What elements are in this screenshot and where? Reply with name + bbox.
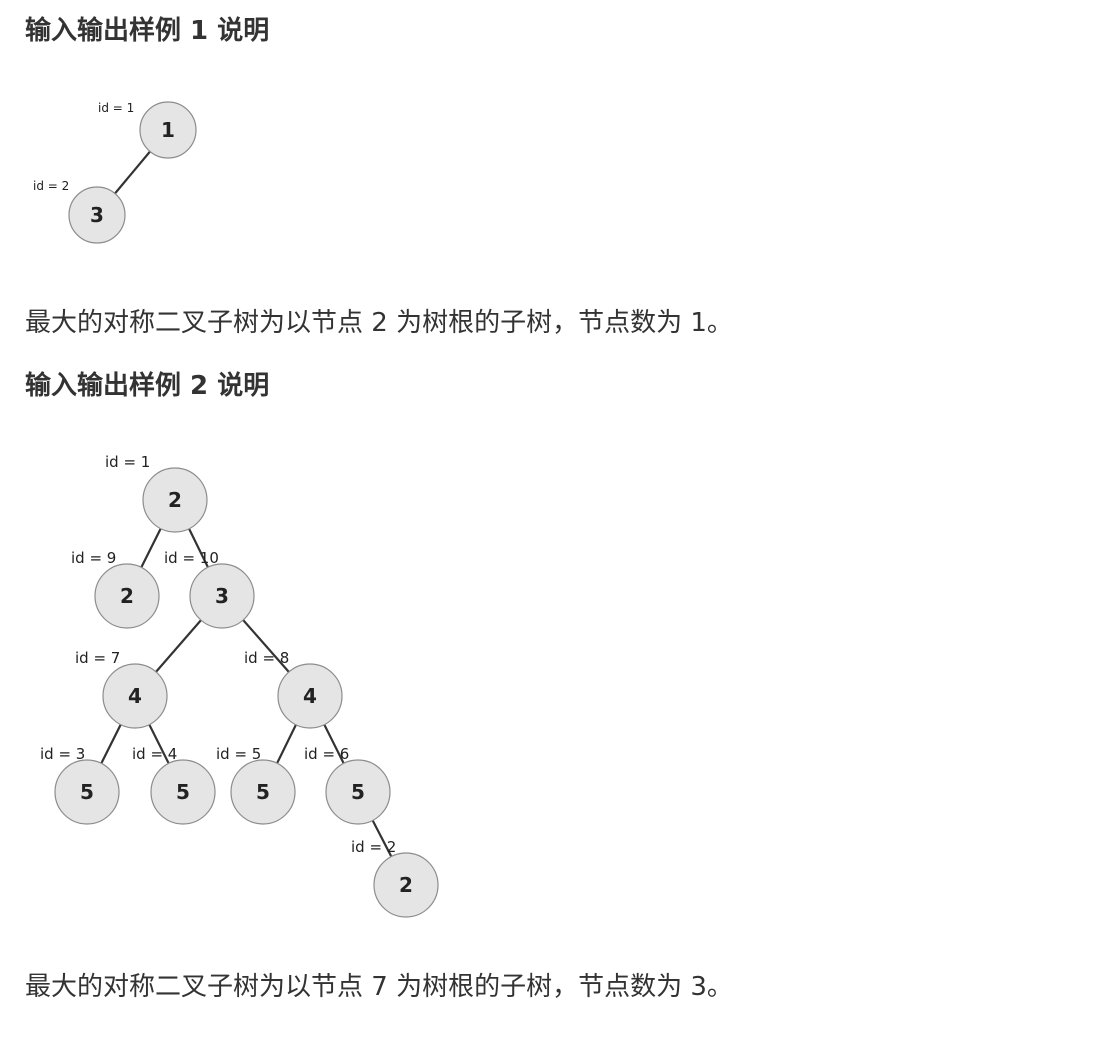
tree-node-value: 2 <box>399 873 413 897</box>
example-1-tree-diagram: 1 id = 1 3 id = 2 <box>33 101 197 244</box>
tree-node-circle <box>230 759 296 825</box>
tree-node-circle <box>54 759 120 825</box>
example-1-explanation: 最大的对称二叉子树为以节点 2 为树根的子树，节点数为 1。 <box>25 308 733 338</box>
tree-node-id-label: id = 9 <box>71 549 116 567</box>
example-1-heading: 输入输出样例 1 说明 <box>25 16 270 46</box>
tree-node-value: 4 <box>128 684 142 708</box>
tree-node-id-label: id = 2 <box>351 838 396 856</box>
tree-node-circle <box>325 759 391 825</box>
tree-node-value: 4 <box>303 684 317 708</box>
tree-node-circle <box>142 467 208 533</box>
tree-node-id-label: id = 5 <box>216 745 261 763</box>
tree-node-n4: 5 id = 4 <box>132 745 216 825</box>
tree-node-id-label: id = 2 <box>33 179 69 193</box>
example-2-heading: 输入输出样例 2 说明 <box>25 371 270 401</box>
example-2-explanation: 最大的对称二叉子树为以节点 7 为树根的子树，节点数为 3。 <box>25 972 733 1002</box>
tree-node-n1: 1 id = 1 <box>98 101 197 159</box>
tree-node-id-label: id = 4 <box>132 745 177 763</box>
tree-node-circle <box>277 663 343 729</box>
tree-node-n3: 5 id = 3 <box>40 745 120 825</box>
tree-node-n1: 2 id = 1 <box>105 453 208 533</box>
tree-node-circle <box>189 563 255 629</box>
tree-node-n2: 3 id = 2 <box>33 179 126 244</box>
tree-node-value: 1 <box>161 118 175 142</box>
tree-node-id-label: id = 1 <box>98 101 134 115</box>
tree-node-value: 2 <box>168 488 182 512</box>
tree-node-id-label: id = 10 <box>164 549 219 567</box>
tree-node-id-label: id = 1 <box>105 453 150 471</box>
tree-node-value: 5 <box>80 780 94 804</box>
tree-node-n8: 4 id = 8 <box>244 649 343 729</box>
tree-node-n7: 4 id = 7 <box>75 649 168 729</box>
tree-node-value: 5 <box>176 780 190 804</box>
tree-node-id-label: id = 8 <box>244 649 289 667</box>
tree-node-value: 3 <box>215 584 229 608</box>
tree-node-circle <box>102 663 168 729</box>
tree-node-value: 3 <box>90 203 104 227</box>
tree-node-circle <box>139 101 197 159</box>
tree-node-n5: 5 id = 5 <box>216 745 296 825</box>
tree-node-id-label: id = 6 <box>304 745 349 763</box>
tree-node-id-label: id = 3 <box>40 745 85 763</box>
tree-node-circle <box>373 852 439 918</box>
tree-node-n9: 2id = 9 <box>71 549 160 629</box>
tree-node-n6: 5id = 6 <box>304 745 391 825</box>
tree-node-circle <box>68 186 126 244</box>
tree-node-circle <box>150 759 216 825</box>
tree-node-value: 5 <box>256 780 270 804</box>
tree-node-circle <box>94 563 160 629</box>
tree-node-id-label: id = 7 <box>75 649 120 667</box>
tree-node-value: 5 <box>351 780 365 804</box>
tree-node-n10: 3 id = 10 <box>164 549 255 629</box>
tree-node-n2: 2id = 2 <box>351 838 439 918</box>
tree-node-value: 2 <box>120 584 134 608</box>
